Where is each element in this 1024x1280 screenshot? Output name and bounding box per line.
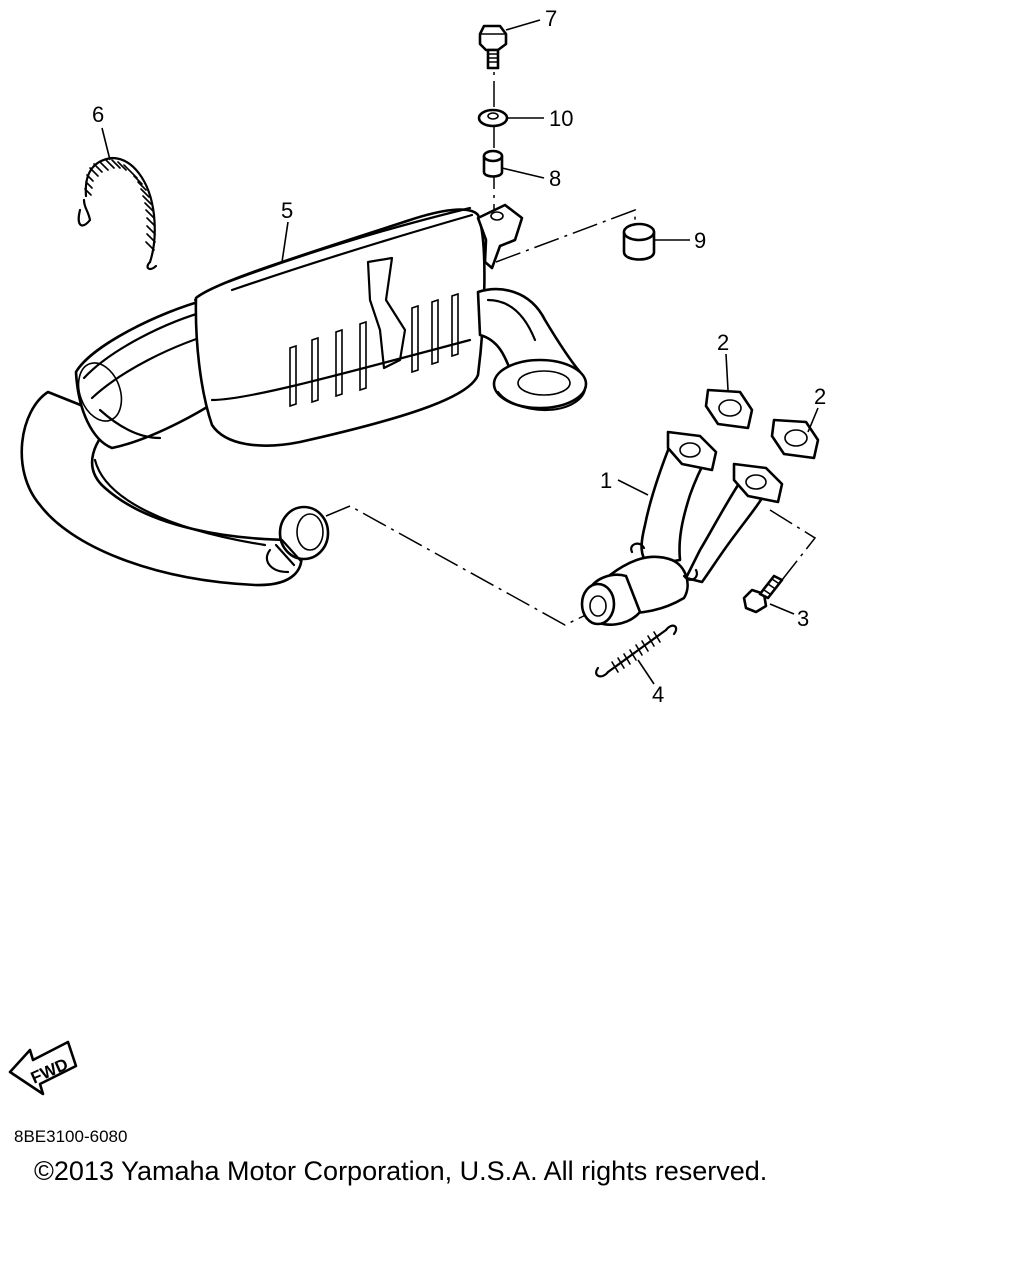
diagram-code: 8BE3100-6080: [14, 1127, 128, 1146]
washer-part: [477, 108, 509, 128]
fwd-arrow: FWD: [8, 1040, 78, 1096]
callout-9: 9: [694, 228, 706, 253]
bolt-part: [478, 24, 508, 70]
collar-part: [482, 149, 504, 178]
muffler-assembly: [20, 203, 588, 587]
damper-part: [622, 222, 656, 261]
callout-labels: 7 10 8 9 5 6 2 2 1 3 4: [92, 6, 826, 707]
leader-lines: [101, 19, 819, 685]
gasket-part-1: [704, 388, 754, 430]
callout-8: 8: [549, 166, 561, 191]
assembly-lines: [325, 40, 817, 626]
copyright-notice: ©2013 Yamaha Motor Corporation, U.S.A. A…: [34, 1156, 768, 1186]
callout-10: 10: [549, 106, 573, 131]
exhaust-pipe-part: [580, 430, 784, 626]
bolt-flange-part: [742, 574, 784, 614]
spring-short-part: [595, 624, 678, 678]
callout-3: 3: [797, 606, 809, 631]
gasket-part-2: [770, 418, 820, 460]
spring-long-part: [77, 156, 158, 271]
callout-1: 1: [600, 468, 612, 493]
callout-6: 6: [92, 102, 104, 127]
callout-2-b: 2: [814, 384, 826, 409]
callout-5: 5: [281, 198, 293, 223]
callout-7: 7: [545, 6, 557, 31]
callout-2-a: 2: [717, 330, 729, 355]
callout-4: 4: [652, 682, 664, 707]
